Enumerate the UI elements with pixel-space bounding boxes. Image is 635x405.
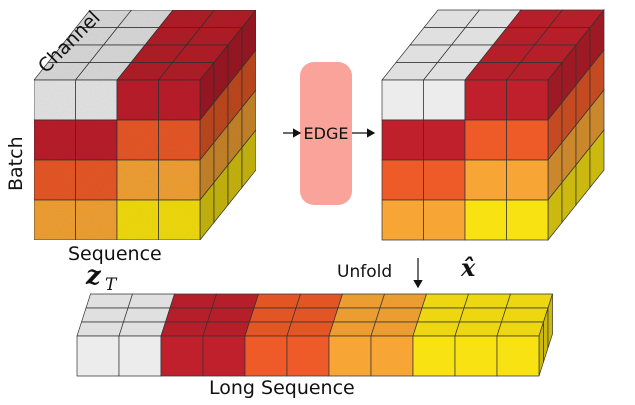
- cube-front-cell: [33, 119, 76, 161]
- edge-box: [300, 62, 352, 205]
- bar-top-cell: [412, 321, 460, 337]
- long-sequence-bar: [76, 293, 553, 377]
- cube-front-cell: [381, 79, 424, 121]
- bar-front-cell: [412, 335, 456, 377]
- bar-front-cell: [454, 335, 498, 377]
- bar-top-cell: [454, 321, 502, 337]
- bar-front-cell: [244, 335, 288, 377]
- cube-front-cell: [158, 119, 201, 161]
- cube-front-cell: [116, 199, 159, 241]
- cube-front-cell: [423, 159, 466, 201]
- bar-top-cell: [253, 293, 301, 309]
- noisy-latent-cube: [33, 9, 257, 241]
- bar-top-cell: [501, 307, 549, 323]
- bar-front-cell: [496, 335, 540, 377]
- bar-top-cell: [459, 307, 507, 323]
- cube-front-cell: [116, 79, 159, 121]
- cube-side-cell: [589, 129, 605, 189]
- bar-top-cell: [202, 321, 250, 337]
- cube-front-cell: [464, 79, 507, 121]
- cube-front-cell: [158, 199, 201, 241]
- bar-top-cell: [375, 307, 423, 323]
- bar-top-cell: [370, 321, 418, 337]
- batch-label: Batch: [5, 136, 27, 191]
- bar-top-cell: [127, 293, 175, 309]
- bar-front-cell: [202, 335, 246, 377]
- bar-front-cell: [370, 335, 414, 377]
- cube-front-cell: [75, 199, 118, 241]
- cube-front-cell: [423, 119, 466, 161]
- bar-top-cell: [165, 307, 213, 323]
- bar-top-cell: [76, 321, 124, 337]
- denoised-output-cube: [381, 9, 605, 241]
- cube-side-cell: [241, 129, 257, 189]
- bar-top-cell: [337, 293, 385, 309]
- cube-front-cell: [381, 119, 424, 161]
- cube-front-cell: [464, 199, 507, 241]
- bar-top-cell: [496, 321, 544, 337]
- bar-top-cell: [169, 293, 217, 309]
- edge-label: EDGE: [304, 124, 349, 143]
- x-hat-symbol: x̂: [460, 253, 476, 282]
- cube-front-cell: [75, 119, 118, 161]
- cube-front-cell: [158, 79, 201, 121]
- bar-top-cell: [291, 307, 339, 323]
- edge-model-block: EDGE: [300, 62, 352, 205]
- bar-top-cell: [379, 293, 427, 309]
- cube-front-cell: [158, 159, 201, 201]
- bar-front-cell: [328, 335, 372, 377]
- bar-top-cell: [249, 307, 297, 323]
- bar-top-cell: [211, 293, 259, 309]
- bar-top-cell: [207, 307, 255, 323]
- cube-front-cell: [33, 199, 76, 241]
- bar-top-cell: [295, 293, 343, 309]
- bar-top-cell: [328, 321, 376, 337]
- cube-front-cell: [381, 159, 424, 201]
- bar-top-cell: [160, 321, 208, 337]
- bar-top-cell: [123, 307, 171, 323]
- bar-top-cell: [333, 307, 381, 323]
- cube-front-cell: [464, 119, 507, 161]
- cube-front-cell: [506, 119, 549, 161]
- bar-top-cell: [505, 293, 553, 309]
- bar-top-cell: [286, 321, 334, 337]
- cube-front-cell: [423, 199, 466, 241]
- cube-front-cell: [506, 79, 549, 121]
- cube-front-cell: [75, 79, 118, 121]
- bar-top-cell: [85, 293, 133, 309]
- cube-front-cell: [423, 79, 466, 121]
- cube-front-cell: [116, 159, 159, 201]
- cube-front-cell: [381, 199, 424, 241]
- bar-top-cell: [244, 321, 292, 337]
- bar-front-cell: [76, 335, 120, 377]
- z-t-symbol: z: [85, 261, 102, 291]
- bar-side-cell: [547, 293, 553, 349]
- unfold-label: Unfold: [337, 262, 392, 282]
- bar-front-cell: [286, 335, 330, 377]
- cube-front-cell: [116, 119, 159, 161]
- long-sequence-label: Long Sequence: [209, 377, 355, 399]
- bar-top-cell: [421, 293, 469, 309]
- bar-top-cell: [118, 321, 166, 337]
- cube-front-cell: [33, 159, 76, 201]
- sequence-label: Sequence: [68, 243, 162, 265]
- bar-front-cell: [160, 335, 204, 377]
- bar-front-cell: [118, 335, 162, 377]
- bar-top-cell: [463, 293, 511, 309]
- cube-front-cell: [506, 159, 549, 201]
- z-t-subscript: T: [105, 275, 118, 295]
- bar-top-cell: [81, 307, 129, 323]
- cube-front-cell: [75, 159, 118, 201]
- cube-front-cell: [464, 159, 507, 201]
- cube-front-cell: [506, 199, 549, 241]
- bar-top-cell: [417, 307, 465, 323]
- cube-front-cell: [33, 79, 76, 121]
